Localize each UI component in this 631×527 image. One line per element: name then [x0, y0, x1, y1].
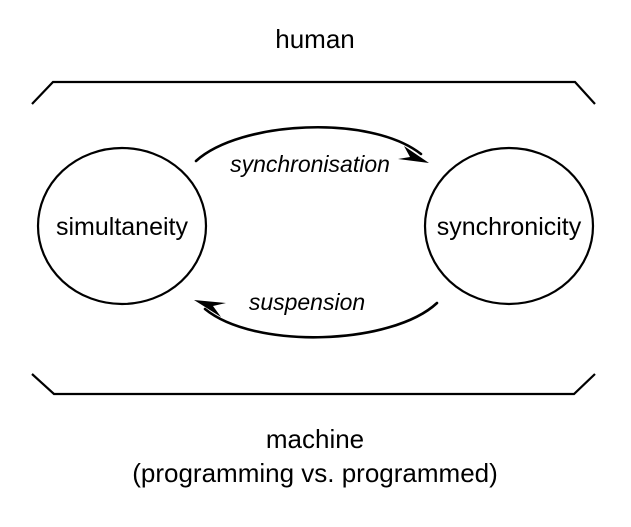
node-circle-synchronicity: [423, 146, 595, 306]
edge-label-suspension: suspension: [249, 289, 365, 315]
top-brace: [31, 80, 596, 105]
edge-label-synchronisation: synchronisation: [230, 151, 390, 177]
node-label-simultaneity: simultaneity: [56, 213, 188, 241]
arrow-curve-suspension: [203, 301, 439, 339]
arrow-head-synchronisation: [398, 146, 429, 163]
arrow-curve-synchronisation: [194, 126, 423, 163]
frame-label-machine-sub: (programming vs. programmed): [132, 458, 498, 488]
arrow-head-suspension: [194, 300, 226, 317]
bottom-brace: [31, 373, 596, 396]
frame-label-human: human: [275, 24, 355, 54]
node-circle-simultaneity: [36, 146, 208, 306]
frame-label-machine: machine: [266, 424, 364, 454]
node-label-synchronicity: synchronicity: [437, 213, 582, 241]
